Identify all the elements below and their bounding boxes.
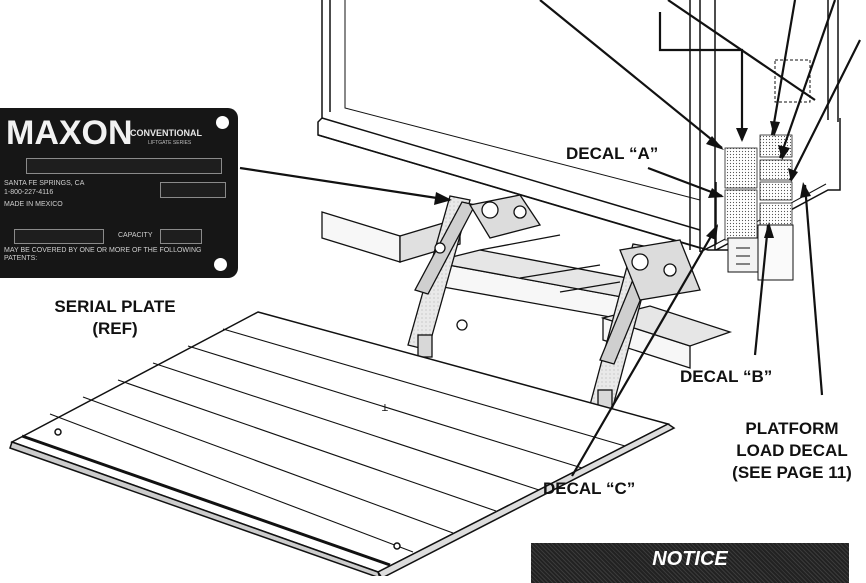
plate-date-field: [160, 182, 226, 198]
platform-load-line3: (SEE PAGE 11): [732, 463, 852, 482]
body-decals: [724, 134, 793, 241]
plate-brand-suffix: CONVENTIONAL: [130, 128, 202, 138]
serial-plate: MAXON CONVENTIONAL LIFTGATE SERIES SANTA…: [0, 108, 238, 278]
serial-plate-label: SERIAL PLATE (REF): [10, 296, 220, 340]
control-box: [727, 224, 794, 281]
platform: T: [9, 311, 676, 576]
decal-c-label: DECAL “C”: [543, 479, 636, 498]
plate-address: SANTA FE SPRINGS, CA: [4, 180, 85, 187]
plate-patent: MAY BE COVERED BY ONE OR MORE OF THE FOL…: [4, 247, 202, 254]
plate-brand: MAXON: [6, 114, 133, 152]
plate-brand-subline: LIFTGATE SERIES: [148, 140, 192, 146]
platform-load-line2: LOAD DECAL: [736, 441, 848, 460]
notice-banner: NOTICE: [531, 543, 849, 583]
arrow-heads: [434, 121, 811, 240]
svg-text:T: T: [382, 401, 388, 412]
plate-capacity-field: [160, 229, 202, 244]
platform-load-line1: PLATFORM: [745, 419, 839, 438]
plate-serial-field: [26, 158, 222, 174]
serial-plate-label-line2: (REF): [92, 319, 138, 338]
plate-model-field: [14, 229, 104, 244]
plate-made: MADE IN MEXICO: [4, 201, 63, 208]
plate-hole-top: [216, 116, 229, 129]
plate-patent-2: PATENTS:: [4, 255, 38, 262]
notice-title: NOTICE: [652, 548, 728, 570]
leader-lines: [239, 0, 861, 477]
decal-a-label: DECAL “A”: [566, 144, 659, 163]
lift-mechanism: [321, 194, 733, 413]
platform-load-decal-label: PLATFORM LOAD DECAL (SEE PAGE 11): [718, 418, 866, 484]
serial-plate-label-line1: SERIAL PLATE: [54, 297, 176, 316]
plate-phone: 1-800-227-4116: [4, 189, 54, 196]
decal-b-label: DECAL “B”: [680, 367, 773, 386]
plate-capacity-label: CAPACITY: [118, 232, 153, 239]
plate-hole-bottom: [214, 258, 227, 271]
